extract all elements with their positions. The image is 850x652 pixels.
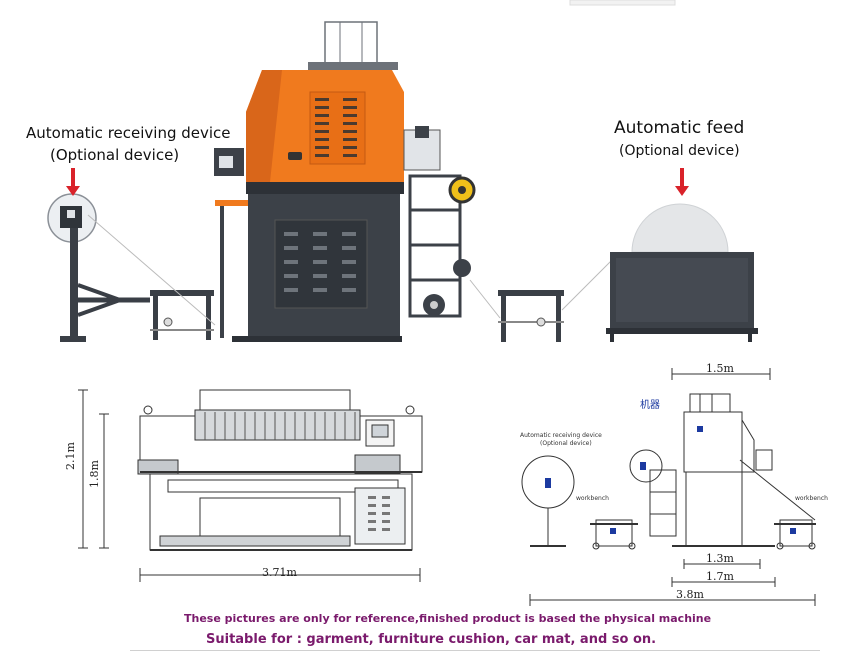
feed-bench <box>469 259 613 342</box>
front-height-outer: 2.1m <box>64 442 77 470</box>
suitable-for-text: Suitable for : garment, furniture cushio… <box>206 632 657 647</box>
red-arrow-right <box>675 168 689 196</box>
receiving-device-optional-label: (Optional device) <box>50 146 180 164</box>
receiving-device-label: Automatic receiving device <box>26 124 231 142</box>
reference-note: These pictures are only for reference,fi… <box>184 612 712 625</box>
side-view-drawing <box>521 368 816 606</box>
side-receiving-optional-label: (Optional device) <box>540 440 592 447</box>
footer-divider <box>130 650 820 651</box>
side-dim-1-7: 1.7m <box>706 570 734 583</box>
side-top-width: 1.5m <box>706 362 734 375</box>
side-dim-3-8: 3.8m <box>676 588 704 601</box>
front-view-drawing <box>78 389 423 582</box>
side-receiving-label: Automatic receiving device <box>520 432 602 439</box>
main-machine <box>214 21 476 342</box>
automatic-feed-optional-label: (Optional device) <box>619 143 740 159</box>
front-width: 3.71m <box>262 566 297 579</box>
red-arrow-left <box>66 168 80 196</box>
side-machine-cn-label: 机器 <box>640 400 660 411</box>
side-dim-1-3: 1.3m <box>706 552 734 565</box>
automatic-feed-device <box>606 203 758 342</box>
front-height-inner: 1.8m <box>88 460 101 488</box>
automatic-feed-label: Automatic feed <box>614 118 745 138</box>
side-workbench-right-label: workbench <box>795 495 828 502</box>
receiving-device <box>47 193 216 342</box>
side-workbench-left-label: workbench <box>576 495 609 502</box>
